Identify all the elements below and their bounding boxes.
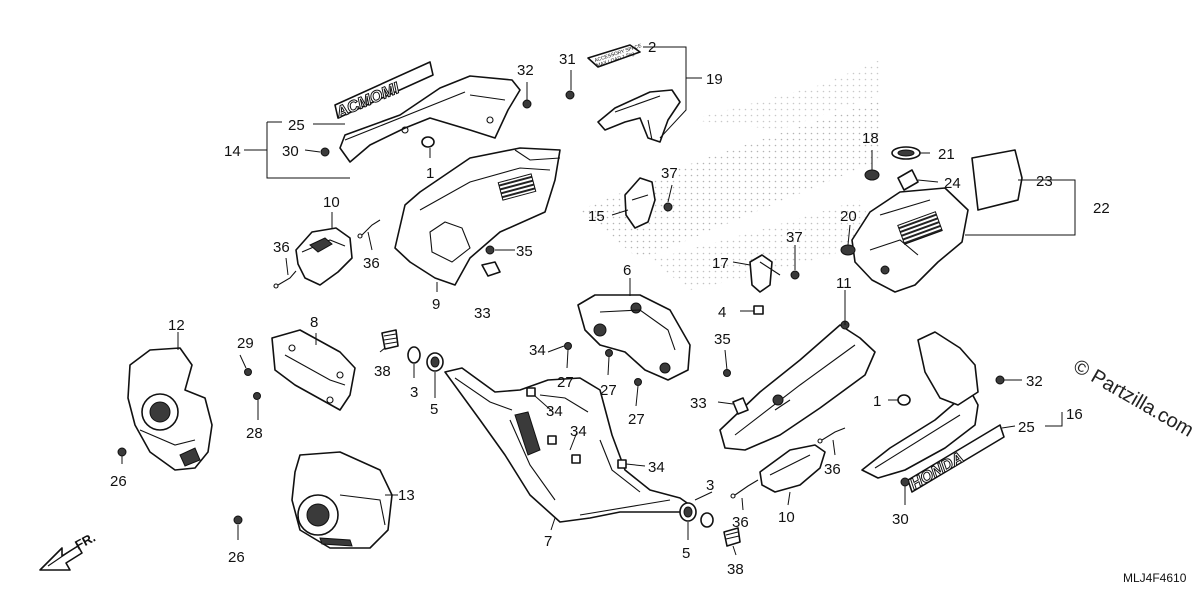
- callout-3-left: 3: [410, 384, 418, 401]
- watermark: © Partzilla.com: [1070, 355, 1198, 441]
- part-center-lid-6: [577, 294, 691, 381]
- grommet-20: [840, 244, 856, 256]
- callout-7: 7: [544, 533, 552, 550]
- callout-30-left: 30: [282, 143, 299, 160]
- callout-1-left: 1: [426, 165, 434, 182]
- grommet-24: [897, 169, 919, 191]
- callout-10-left: 10: [323, 194, 340, 211]
- callout-8: 8: [310, 314, 318, 331]
- callout-36-left-a: 36: [273, 239, 290, 256]
- callout-22: 22: [1093, 200, 1110, 217]
- callout-35-left: 35: [516, 243, 533, 260]
- label-2-plate: ACCESSORY SPACE MAX LOAD 1.5kg: [587, 43, 643, 69]
- callout-2: 2: [648, 39, 656, 56]
- callout-24: 24: [944, 175, 961, 192]
- callout-13: 13: [398, 487, 415, 504]
- part-upper-right-cover-22: [851, 187, 969, 293]
- callout-26-left: 26: [110, 473, 127, 490]
- lid-23: [971, 149, 1023, 211]
- callout-37-upper: 37: [661, 165, 678, 182]
- clip-36-right-b: [730, 479, 759, 499]
- callout-19: 19: [706, 71, 723, 88]
- callout-25-right: 25: [1018, 419, 1035, 436]
- callout-31: 31: [559, 51, 576, 68]
- front-direction-arrow: FR.: [39, 530, 98, 571]
- callout-27-a: 27: [557, 374, 574, 391]
- callout-36-right-b: 36: [732, 514, 749, 531]
- callout-35-right: 35: [714, 331, 731, 348]
- callout-4: 4: [718, 304, 726, 321]
- callout-14: 14: [224, 143, 241, 160]
- callout-10-right: 10: [778, 509, 795, 526]
- callout-1-right: 1: [873, 393, 881, 410]
- callout-18: 18: [862, 130, 879, 147]
- leader-lines: [121, 46, 1076, 556]
- callout-29: 29: [237, 335, 254, 352]
- callout-23: 23: [1036, 173, 1053, 190]
- part-front-pod-13: [291, 451, 393, 549]
- background-dot-shading: [580, 60, 880, 290]
- callout-9: 9: [432, 296, 440, 313]
- callout-21: 21: [938, 146, 955, 163]
- callout-28: 28: [246, 425, 263, 442]
- part-lower-right-cover-16: HONDA: [861, 331, 1005, 494]
- callout-38-left: 38: [374, 363, 391, 380]
- callout-36-right-a: 36: [824, 461, 841, 478]
- callout-12: 12: [168, 317, 185, 334]
- callout-3-bottom: 3: [706, 477, 714, 494]
- clip-36-left-a: [273, 270, 297, 289]
- callout-6: 6: [623, 262, 631, 279]
- callout-5-left: 5: [430, 401, 438, 418]
- callout-36-left-b: 36: [363, 255, 380, 272]
- callout-34-c: 34: [570, 423, 587, 440]
- callout-27-b: 27: [600, 382, 617, 399]
- callout-34-a: 34: [529, 342, 546, 359]
- callout-34-d: 34: [648, 459, 665, 476]
- callout-11: 11: [836, 275, 852, 292]
- callout-15: 15: [588, 208, 605, 225]
- callout-27-c: 27: [628, 411, 645, 428]
- drawing-code: MLJ4F4610: [1123, 571, 1187, 585]
- clip-36-right-a: [817, 427, 846, 444]
- callout-32-top: 32: [517, 62, 534, 79]
- fasteners: [117, 90, 1005, 547]
- part-storage-bracket-19: [597, 89, 681, 143]
- callout-26-bottom: 26: [228, 549, 245, 566]
- part-small-cover-10-left: [295, 227, 353, 286]
- callout-33-right: 33: [690, 395, 707, 412]
- callout-37-lower: 37: [786, 229, 803, 246]
- callout-38-bottom: 38: [727, 561, 744, 578]
- grommet-21: [891, 146, 921, 160]
- part-bracket-15: [624, 177, 656, 229]
- callout-5-bottom: 5: [682, 545, 690, 562]
- part-latch-17: [749, 254, 781, 293]
- callout-32-right: 32: [1026, 373, 1043, 390]
- callout-34-b: 34: [546, 403, 563, 420]
- part-small-cover-10-right: [759, 444, 826, 493]
- callout-labels: 25 14 30 32 1 10 36 36 9 33 35 31 2 19 1…: [110, 39, 1110, 578]
- part-inner-cover-11: [719, 320, 876, 451]
- callout-17: 17: [712, 255, 729, 272]
- callout-30-right: 30: [892, 511, 909, 528]
- callout-33-left: 33: [474, 305, 491, 322]
- part-inner-cover-9: [394, 147, 561, 286]
- clip-36-left-b: [357, 219, 381, 239]
- part-bracket-8: [271, 329, 356, 411]
- callout-20: 20: [840, 208, 857, 225]
- grommet-18: [864, 169, 880, 181]
- callout-25-left: 25: [288, 117, 305, 134]
- part-front-pod-12: [127, 347, 213, 471]
- callout-16: 16: [1066, 406, 1083, 423]
- part-lower-cowl-7: [444, 367, 691, 523]
